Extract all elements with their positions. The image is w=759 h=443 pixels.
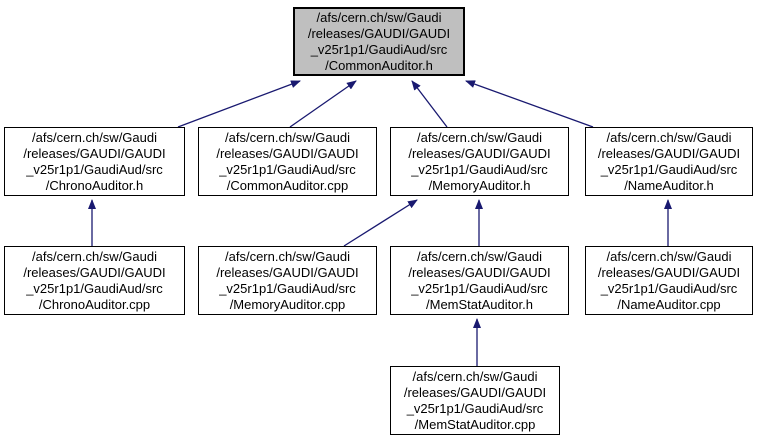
node-path-line: /afs/cern.ch/sw/Gaudi [225, 129, 350, 145]
node-name-auditor-h[interactable]: /afs/cern.ch/sw/Gaudi /releases/GAUDI/GA… [585, 127, 753, 196]
node-path-line: /afs/cern.ch/sw/Gaudi [32, 129, 157, 145]
node-memory-auditor-h[interactable]: /afs/cern.ch/sw/Gaudi /releases/GAUDI/GA… [390, 127, 569, 196]
node-path-line: _v25r1p1/GaudiAud/src [411, 161, 548, 177]
node-path-line: _v25r1p1/GaudiAud/src [219, 161, 356, 177]
node-filename: /ChronoAuditor.h [45, 177, 144, 193]
node-filename: /MemStatAuditor.cpp [414, 416, 536, 432]
node-name-auditor-cpp[interactable]: /afs/cern.ch/sw/Gaudi /releases/GAUDI/GA… [585, 246, 753, 315]
node-path-line: /afs/cern.ch/sw/Gaudi [606, 129, 732, 145]
node-path-line: /releases/GAUDI/GAUDI [23, 145, 166, 161]
node-path-line: /releases/GAUDI/GAUDI [307, 25, 451, 41]
edge-memory-h-to-common-h [411, 80, 448, 128]
node-path-line: /releases/GAUDI/GAUDI [597, 264, 741, 280]
node-path-line: /releases/GAUDI/GAUDI [408, 264, 551, 280]
node-filename: /MemoryAuditor.h [428, 177, 531, 193]
node-path-line: _v25r1p1/GaudiAud/src [26, 280, 163, 296]
node-path-line: /afs/cern.ch/sw/Gaudi [412, 368, 538, 384]
edge-name-h-to-common-h [465, 80, 594, 128]
node-memstat-auditor-h[interactable]: /afs/cern.ch/sw/Gaudi /releases/GAUDI/GA… [390, 246, 569, 315]
node-filename: /CommonAuditor.h [325, 57, 433, 73]
node-path-line: /releases/GAUDI/GAUDI [216, 145, 359, 161]
node-chrono-auditor-h[interactable]: /afs/cern.ch/sw/Gaudi /releases/GAUDI/GA… [4, 127, 185, 196]
edge-memory-cpp-to-memory-h [343, 199, 418, 247]
node-path-line: _v25r1p1/GaudiAud/src [26, 161, 163, 177]
node-filename: /NameAuditor.cpp [617, 296, 721, 312]
node-common-auditor-cpp[interactable]: /afs/cern.ch/sw/Gaudi /releases/GAUDI/GA… [198, 127, 377, 196]
node-filename: /MemoryAuditor.cpp [229, 296, 346, 312]
node-filename: /CommonAuditor.cpp [226, 177, 349, 193]
node-filename: /ChronoAuditor.cpp [38, 296, 151, 312]
node-path-line: /afs/cern.ch/sw/Gaudi [32, 248, 157, 264]
edge-common-cpp-to-common-h [289, 80, 357, 128]
node-path-line: /releases/GAUDI/GAUDI [408, 145, 551, 161]
node-path-line: /afs/cern.ch/sw/Gaudi [225, 248, 350, 264]
node-path-line: /afs/cern.ch/sw/Gaudi [417, 129, 542, 145]
node-path-line: /afs/cern.ch/sw/Gaudi [417, 248, 542, 264]
node-common-auditor-h: /afs/cern.ch/sw/Gaudi /releases/GAUDI/GA… [293, 7, 465, 76]
node-path-line: _v25r1p1/GaudiAud/src [219, 280, 356, 296]
node-path-line: /afs/cern.ch/sw/Gaudi [606, 248, 732, 264]
node-path-line: /releases/GAUDI/GAUDI [216, 264, 359, 280]
node-path-line: /afs/cern.ch/sw/Gaudi [316, 9, 442, 25]
node-filename: /NameAuditor.h [624, 177, 714, 193]
node-memory-auditor-cpp[interactable]: /afs/cern.ch/sw/Gaudi /releases/GAUDI/GA… [198, 246, 377, 315]
node-path-line: _v25r1p1/GaudiAud/src [411, 280, 548, 296]
node-path-line: _v25r1p1/GaudiAud/src [600, 161, 738, 177]
node-filename: /MemStatAuditor.h [426, 296, 533, 312]
node-path-line: /releases/GAUDI/GAUDI [597, 145, 741, 161]
node-chrono-auditor-cpp[interactable]: /afs/cern.ch/sw/Gaudi /releases/GAUDI/GA… [4, 246, 185, 315]
node-path-line: /releases/GAUDI/GAUDI [403, 384, 547, 400]
node-memstat-auditor-cpp[interactable]: /afs/cern.ch/sw/Gaudi /releases/GAUDI/GA… [390, 366, 560, 435]
edge-chrono-h-to-common-h [177, 80, 301, 128]
node-path-line: /releases/GAUDI/GAUDI [23, 264, 166, 280]
node-path-line: _v25r1p1/GaudiAud/src [600, 280, 738, 296]
node-path-line: _v25r1p1/GaudiAud/src [406, 400, 544, 416]
node-path-line: _v25r1p1/GaudiAud/src [310, 41, 448, 57]
